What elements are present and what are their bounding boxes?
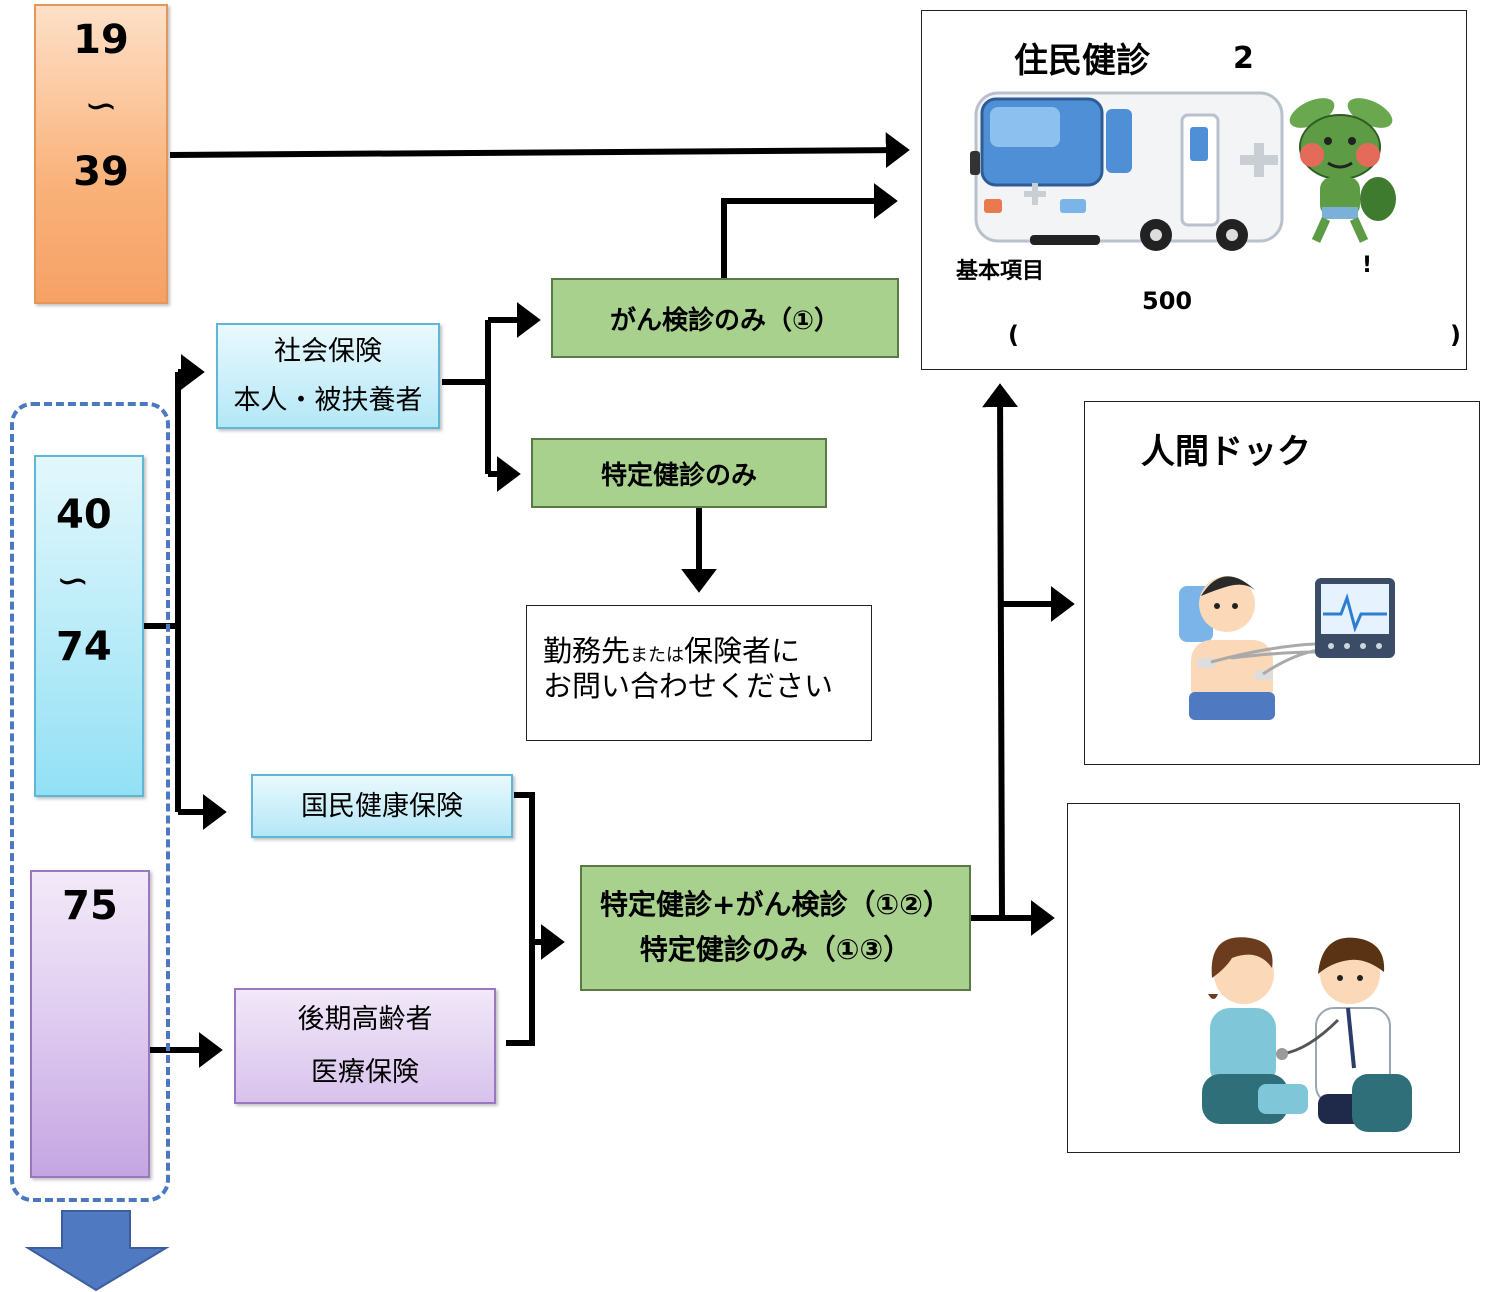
shakai-label-2: 本人・被扶養者 [233, 385, 423, 416]
combined-label-2: 特定健診のみ（①③） [639, 933, 912, 966]
age-box-40-74: 40 ∽ 74 [34, 455, 144, 797]
age-tilde: ∽ [56, 558, 90, 604]
shakai-hoken-box: 社会保険 本人・被扶養者 [216, 323, 440, 429]
koki-label-2: 医療保険 [311, 1057, 419, 1088]
age-to: 74 [56, 624, 112, 670]
jumin-number: 2 [1233, 41, 1254, 76]
combined-label-1: 特定健診+がん検診（①②） [600, 888, 951, 922]
age-box-75: 75 [30, 870, 150, 1178]
price-label: 500 [1142, 287, 1193, 315]
ecg-patient-icon [1179, 576, 1395, 720]
basic-items-label: 基本項目 [956, 259, 1045, 284]
age-tilde: ∽ [84, 83, 118, 129]
notice-line-1: 勤務先または保険者に [543, 634, 801, 668]
tokutei-only-label: 特定健診のみ [600, 460, 757, 491]
gan-only-label: がん検診のみ（①） [609, 305, 840, 336]
jumin-kenshin-panel: 住民健診 2 基本項目 ! 500 ( ) [921, 10, 1467, 370]
combined-checkup-box: 特定健診+がん検診（①②） 特定健診のみ（①③） [580, 865, 971, 991]
gan-only-box: がん検診のみ（①） [551, 278, 899, 358]
koki-hoken-box: 後期高齢者 医療保険 [234, 988, 496, 1104]
doctor-patient-icon [1202, 937, 1412, 1132]
age-40-plus-group [10, 402, 170, 1202]
kokumin-hoken-box: 国民健康保険 [251, 774, 513, 838]
line-merge-bracket [506, 792, 535, 1046]
contact-notice-box: 勤務先または保険者に お問い合わせください [526, 605, 872, 741]
arrow-gan-to-jumin [721, 183, 898, 278]
tokutei-only-box: 特定健診のみ [531, 438, 827, 508]
arrow-to-jumin-up [982, 383, 1019, 919]
age-from: 19 [73, 17, 129, 63]
kokumin-label: 国民健康保険 [301, 790, 463, 822]
jumin-title: 住民健診 [1014, 41, 1150, 81]
shakai-label-1: 社会保険 [274, 336, 382, 367]
notice-line-2: お問い合わせください [543, 668, 834, 703]
down-arrow-icon [24, 1210, 170, 1292]
arrow-19-39-to-jumin [169, 132, 910, 169]
age-from: 75 [62, 883, 118, 929]
ningen-dock-panel: 人間ドック [1084, 401, 1480, 765]
age-from: 40 [56, 492, 112, 538]
exclaim-mark: ! [1362, 253, 1373, 278]
dock-title: 人間ドック [1141, 432, 1311, 472]
clinic-checkup-panel [1067, 803, 1460, 1153]
koki-label-1: 後期高齢者 [297, 1004, 433, 1035]
paren-close: ) [1450, 321, 1461, 349]
paren-open: ( [1008, 321, 1019, 349]
mascot-icon [1289, 98, 1396, 243]
age-to: 39 [73, 149, 129, 195]
health-bus-icon [970, 91, 1284, 251]
age-box-19-39: 19 ∽ 39 [34, 4, 168, 304]
